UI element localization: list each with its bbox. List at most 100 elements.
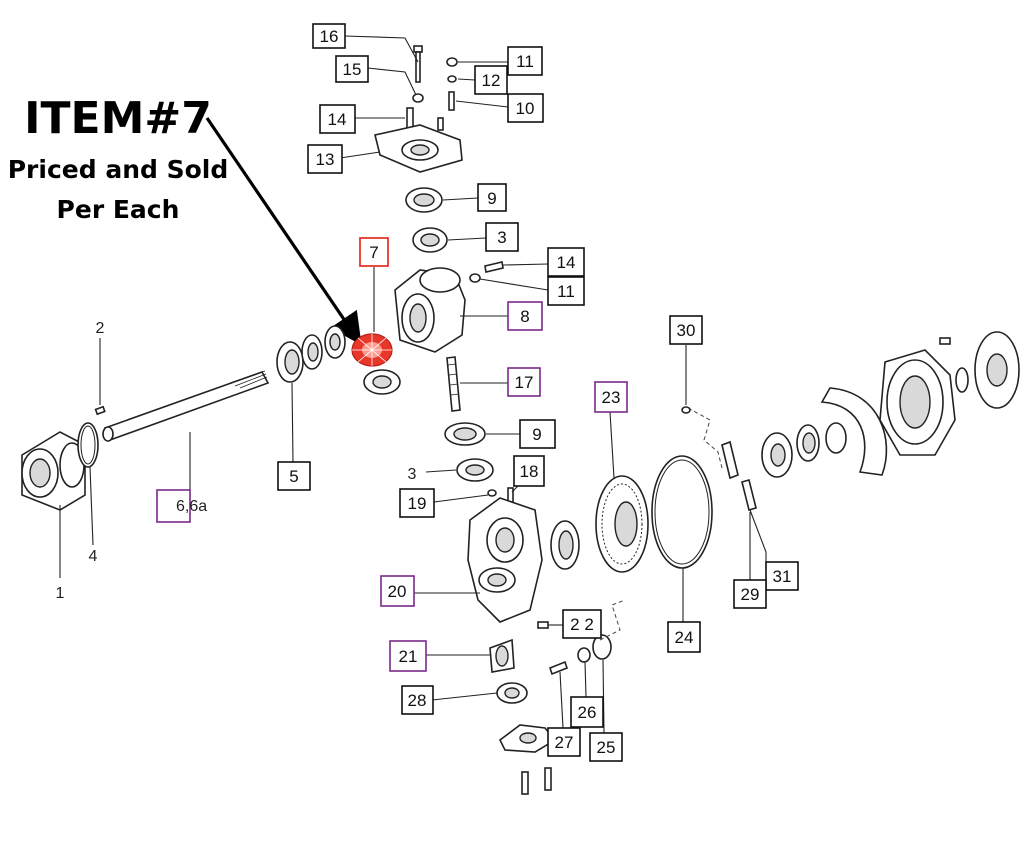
part-bolt-27: [549, 660, 568, 676]
part-screw-22: [537, 621, 549, 629]
callout-box: [156, 489, 191, 523]
callout-box: [507, 367, 541, 397]
part-pinion-gear: [324, 325, 346, 359]
callout-box: [474, 65, 508, 95]
callout-6-6a: 6,6a: [156, 489, 207, 523]
part-end-cap: [974, 331, 1020, 409]
callout-29: 29: [733, 579, 767, 609]
callout-number: 13: [316, 150, 335, 169]
callout-8: 8: [507, 301, 543, 331]
callout-number: 19: [408, 494, 427, 513]
part-plate-25: [592, 634, 612, 660]
part-shaft-6: [102, 370, 270, 442]
callout-number: 16: [320, 27, 339, 46]
callout-box: [765, 561, 799, 591]
callout-18: 18: [513, 455, 545, 487]
part-ring-gear-23: [595, 475, 649, 573]
callout-20: 20: [380, 575, 415, 607]
item-title: ITEM#7: [24, 93, 212, 144]
part-housing-1: [21, 431, 86, 511]
callout-box: [359, 237, 389, 267]
callout-number: 31: [773, 567, 792, 586]
callout-labels: 16 15 11 12 10 14 13 9 3 7 14 11 8 17 30…: [56, 23, 799, 762]
callout-box: [335, 55, 369, 83]
part-key: [721, 440, 739, 480]
callout-box: [507, 46, 543, 76]
callout-4: 4: [89, 548, 98, 565]
callout-24: 24: [667, 621, 701, 653]
callout-box: [307, 144, 343, 174]
part-bolt-16: [413, 45, 423, 83]
part-small-bolt: [939, 337, 951, 345]
callout-box: [277, 461, 311, 491]
dash-connector-25: [599, 599, 626, 641]
callout-9: 9: [477, 183, 507, 212]
callout-box: [667, 621, 701, 653]
part-washer-31: [761, 432, 793, 478]
part-seal-right: [550, 520, 580, 570]
callout-10: 10: [507, 93, 544, 123]
callout-number: 20: [388, 582, 407, 601]
callout-box: [513, 455, 545, 487]
part-hub-housing: [879, 349, 956, 456]
callout-box: [389, 640, 427, 672]
callout-22: 2 2: [562, 609, 602, 639]
callout-13: 13: [307, 144, 343, 174]
callout-box: [547, 276, 585, 306]
callout-number: 30: [677, 321, 696, 340]
dash-connector-30: [687, 407, 723, 469]
callout-number: 7: [369, 243, 378, 262]
callout-11-lower: 11: [547, 276, 585, 306]
callout-box: [319, 104, 356, 134]
callout-number: 17: [515, 373, 534, 392]
part-nut-11a: [446, 57, 458, 67]
part-gearbox-housing-20: [467, 497, 543, 623]
callout-23: 23: [594, 381, 628, 413]
callout-number: 5: [289, 467, 298, 486]
callout-number: 10: [516, 99, 535, 118]
callout-box: [485, 222, 519, 252]
callout-box: [401, 685, 434, 715]
callout-number: 12: [482, 71, 501, 90]
callout-box: [519, 419, 556, 449]
callout-21: 21: [389, 640, 427, 672]
part-cap-13: [374, 117, 463, 173]
callout-number: 21: [399, 647, 418, 666]
part-bearing-5: [276, 341, 304, 383]
callout-box: [669, 315, 703, 345]
part-key-29: [741, 479, 757, 511]
callout-3: 3: [485, 222, 519, 252]
callout-2: 2: [96, 320, 105, 337]
callout-number: 2: [96, 320, 105, 337]
callout-number: 4: [89, 548, 98, 565]
callout-number: 2 2: [570, 615, 594, 634]
part-bearing-3a: [412, 227, 448, 253]
callout-11: 11: [507, 46, 543, 76]
callout-box: [570, 696, 604, 728]
item-subtitle-line2: Per Each: [57, 195, 180, 224]
callout-3-lower: 3: [408, 466, 417, 483]
part-bolt-14a: [406, 107, 414, 129]
part-nut-19: [487, 489, 497, 497]
pointer-arrow: [205, 117, 362, 346]
part-seal-9a: [405, 187, 443, 213]
callout-box: [594, 381, 628, 413]
part-washer-26: [577, 647, 591, 663]
part-pin-10: [448, 91, 455, 111]
callout-number: 9: [532, 425, 541, 444]
callout-number: 28: [408, 691, 427, 710]
callout-box: [547, 727, 581, 757]
callout-box: [380, 575, 415, 607]
callout-14: 14: [319, 104, 356, 134]
callout-box: [477, 183, 507, 212]
part-pin-18: [507, 487, 514, 503]
callout-7: 7: [359, 237, 389, 267]
callout-box: [312, 23, 346, 49]
item-heading: ITEM#7 Priced and Sold Per Each: [8, 93, 229, 224]
part-pin-2: [94, 405, 106, 416]
callout-number: 6,6a: [176, 498, 207, 515]
part-pinion-21: [489, 638, 515, 673]
callout-box: [733, 579, 767, 609]
callout-number: 29: [741, 585, 760, 604]
